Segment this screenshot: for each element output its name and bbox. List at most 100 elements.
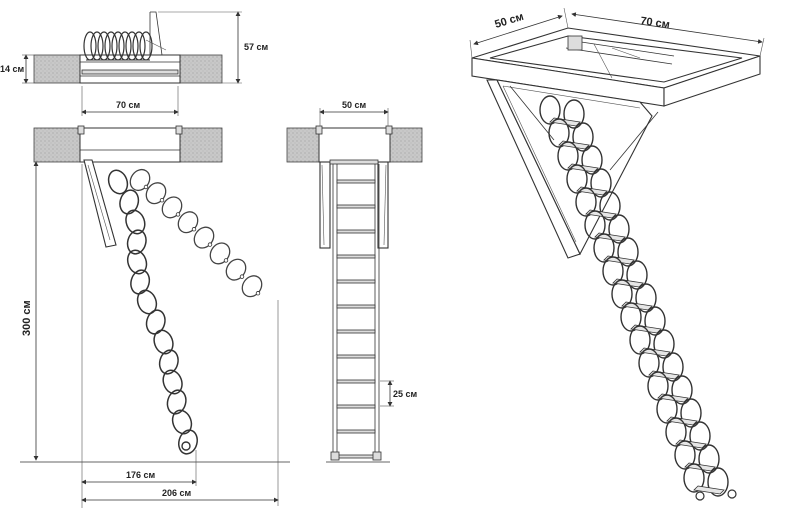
front-step (336, 179, 376, 184)
front-steps (336, 179, 376, 459)
iso-link-left (602, 256, 624, 286)
swing-pin (223, 258, 229, 263)
iso-link-left (620, 302, 642, 332)
slab-right-folded (179, 54, 223, 84)
iso-link-right (581, 145, 603, 175)
front-step (336, 454, 376, 459)
iso-link-right (572, 122, 594, 152)
front-step (336, 379, 376, 384)
front-step (336, 279, 376, 284)
iso-step (693, 485, 725, 495)
swing-pin (191, 227, 197, 232)
ladder-link (126, 229, 147, 255)
front-view: 50 см 25 см (286, 100, 423, 463)
swing-link (145, 182, 167, 205)
iso-link-right (644, 306, 666, 336)
dim-step-spacing: 25 см (393, 389, 418, 399)
ladder-link (162, 369, 183, 395)
swing-pin (175, 212, 181, 217)
swing-link (129, 168, 151, 192)
front-step (336, 404, 376, 409)
iso-foot (727, 489, 737, 499)
iso-link-left (557, 141, 579, 171)
dim-iso-width: 50 см (493, 11, 525, 31)
front-step (336, 254, 376, 259)
ladder-link (130, 269, 151, 295)
iso-link-left (548, 118, 570, 148)
iso-link-right (563, 99, 585, 129)
slab-left-front (286, 127, 320, 163)
iso-link-right (617, 237, 639, 267)
iso-link-left (665, 417, 687, 447)
ladder-link (126, 249, 148, 275)
folded-view: 14 см 57 см 70 см (0, 11, 269, 116)
front-step (336, 329, 376, 334)
iso-link-left (575, 187, 597, 217)
dim-front-opening: 50 см (342, 100, 367, 110)
slab-right-front (389, 127, 423, 163)
iso-link-left (584, 210, 606, 240)
swing-pin (207, 242, 213, 247)
iso-link-left (647, 371, 669, 401)
dim-slab-thickness: 14 см (0, 64, 25, 74)
iso-link-left (674, 440, 696, 470)
iso-ladder-links (539, 95, 737, 501)
iso-link-right (635, 283, 657, 313)
iso-foot (695, 491, 705, 501)
iso-link-right (608, 214, 630, 244)
ladder-foot (181, 441, 191, 451)
swing-link (225, 258, 247, 281)
iso-link-left (656, 394, 678, 424)
slab-left-side (33, 127, 81, 163)
ladder-link (136, 289, 158, 315)
iso-link-right (599, 191, 621, 221)
swing-link (177, 211, 199, 234)
dim-ceiling-height: 300 см (21, 300, 33, 336)
front-step (336, 229, 376, 234)
iso-link-right (653, 329, 675, 359)
swing-link (241, 275, 263, 298)
iso-link-left (629, 325, 651, 355)
front-step (336, 204, 376, 209)
iso-link-right (626, 260, 648, 290)
iso-link-left (638, 348, 660, 378)
iso-link-right (689, 421, 711, 451)
ladder-link (145, 309, 166, 335)
iso-link-left (593, 233, 615, 263)
swing-link (209, 242, 231, 265)
slab-left-folded (33, 54, 81, 84)
ladder-link (178, 429, 198, 455)
iso-link-right (707, 467, 729, 497)
iso-link-right (590, 168, 612, 198)
swing-pin (143, 184, 149, 190)
front-step (336, 304, 376, 309)
side-ladder-swing (129, 168, 263, 298)
side-view: 300 см 176 см 206 см (20, 125, 290, 508)
swing-link (193, 226, 215, 249)
ladder-link (171, 409, 193, 435)
coiled-ladder (83, 31, 153, 61)
iso-link-right (671, 375, 693, 405)
dim-iso-length: 70 см (640, 15, 671, 31)
iso-link-right (698, 444, 720, 474)
ladder-link (153, 329, 174, 355)
dim-reach-176: 176 см (126, 470, 156, 480)
front-step (336, 429, 376, 434)
front-step (336, 354, 376, 359)
dim-folded-height: 57 см (244, 42, 269, 52)
iso-link-left (539, 95, 561, 125)
iso-link-left (683, 463, 705, 493)
dim-reach-206: 206 см (162, 488, 192, 498)
slab-right-side (179, 127, 223, 163)
side-ladder-links (107, 169, 198, 455)
iso-link-right (662, 352, 684, 382)
iso-link-left (611, 279, 633, 309)
ladder-link (119, 189, 140, 215)
isometric-view: 50 см 70 см (469, 7, 765, 501)
swing-pin (239, 274, 245, 279)
iso-link-left (566, 164, 588, 194)
swing-link (161, 196, 183, 219)
iso-link-right (680, 398, 702, 428)
dim-side-opening: 70 см (116, 100, 141, 110)
